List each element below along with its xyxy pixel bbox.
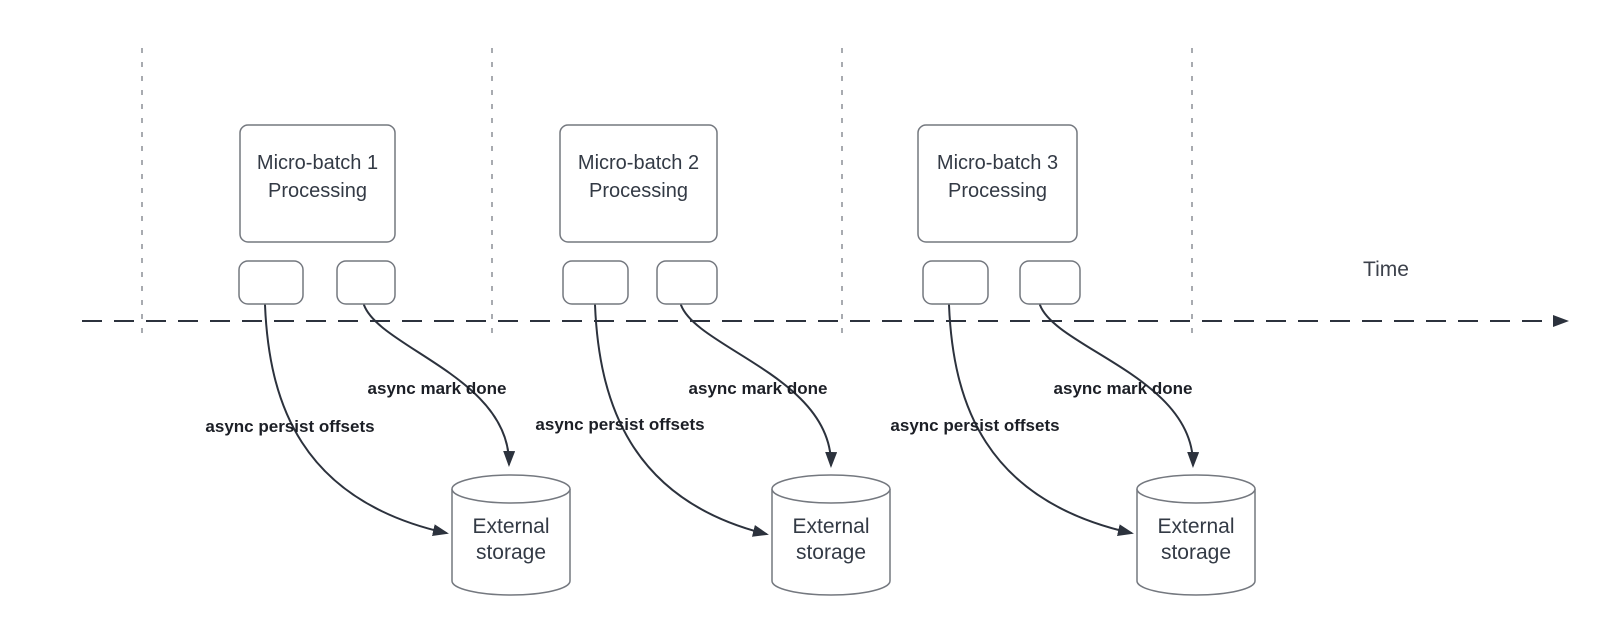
storage-cylinders <box>451 474 1256 596</box>
external-storage-label-3: External storage <box>1157 515 1235 564</box>
cylinder-top-3 <box>1136 474 1256 504</box>
micro-batch-3-processing-box <box>917 124 1078 243</box>
micro-batch-1-processing-box <box>239 124 396 243</box>
done-source-box-3 <box>1019 260 1081 305</box>
async-arrows <box>264 304 1200 537</box>
done-source-box-2 <box>656 260 718 305</box>
persist-source-box-2 <box>562 260 629 305</box>
micro-batch-2-processing-box <box>559 124 718 243</box>
async-mark-done-label-1: async mark done <box>367 379 507 398</box>
cylinder-body-3 <box>1136 489 1256 596</box>
time-axis-label: Time <box>1363 258 1409 281</box>
micro-batch-2-title: Micro-batch 2 Processing <box>577 152 700 202</box>
persist-source-box-3 <box>922 260 989 305</box>
cylinder-top-1 <box>451 474 571 504</box>
external-storage-label-2: External storage <box>792 515 870 564</box>
persist-source-box-1 <box>238 260 304 305</box>
done-source-box-1 <box>336 260 396 305</box>
external-storage-cylinder-3 <box>1136 474 1256 596</box>
async-mark-done-arrow-1 <box>363 304 516 467</box>
external-storage-label-1: External storage <box>472 515 550 564</box>
async-mark-done-label-3: async mark done <box>1053 379 1193 398</box>
async-mark-done-label-2: async mark done <box>688 379 828 398</box>
async-persist-offsets-label-1: async persist offsets <box>205 417 375 436</box>
cylinder-body-2 <box>771 489 891 596</box>
async-mark-done-arrow-3 <box>1039 304 1200 468</box>
cylinder-top-2 <box>771 474 891 504</box>
micro-batch-1-title: Micro-batch 1 Processing <box>256 152 379 202</box>
async-persist-offsets-arrow-1 <box>264 304 449 536</box>
async-persist-offsets-arrow-2 <box>594 304 769 537</box>
async-persist-offsets-arrow-3 <box>948 304 1134 537</box>
async-persist-offsets-label-3: async persist offsets <box>890 416 1060 435</box>
micro-batch-3-title: Micro-batch 3 Processing <box>936 152 1059 202</box>
cylinder-body-1 <box>451 489 571 596</box>
async-persist-offsets-label-2: async persist offsets <box>535 415 705 434</box>
async-mark-done-arrow-2 <box>680 304 838 468</box>
external-storage-cylinder-2 <box>771 474 891 596</box>
process-boxes <box>238 124 1081 305</box>
external-storage-cylinder-1 <box>451 474 571 596</box>
